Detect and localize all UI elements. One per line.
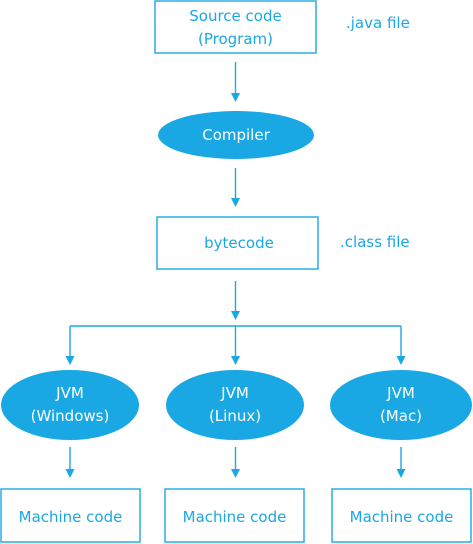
jvm-windows-label: JVM [55,384,84,402]
machine-code-label-mac: Machine code [350,508,454,526]
arrow-jvm-linux-to-machine [231,447,240,478]
jvm-linux-node: JVM (Linux) [166,370,304,440]
arrow-source-to-compiler [231,62,240,102]
jvm-linux-label: JVM [220,384,249,402]
compiler-label: Compiler [202,126,270,144]
machine-code-label-windows: Machine code [19,508,123,526]
machine-code-box-windows: Machine code [0,488,141,543]
jvm-linux-platform: (Linux) [209,407,261,425]
jvm-windows-node: JVM (Windows) [1,370,139,440]
java-file-note: .java file [346,14,410,32]
machine-code-label-linux: Machine code [183,508,287,526]
arrow-jvm-mac-to-machine [396,447,406,478]
source-code-label: Source code [189,7,281,25]
source-code-box: Source code (Program) [154,0,317,54]
jvm-mac-node: JVM (Mac) [330,370,472,440]
bytecode-box: bytecode [156,216,319,270]
bytecode-label: bytecode [204,234,274,252]
arrow-compiler-to-bytecode [231,168,240,207]
jvm-mac-platform: (Mac) [380,407,422,425]
machine-code-box-linux: Machine code [164,488,305,543]
source-code-sublabel: (Program) [198,30,273,48]
arrow-jvm-windows-to-machine [65,447,75,478]
jvm-mac-label: JVM [386,384,415,402]
branch-connector [65,325,406,365]
jvm-windows-platform: (Windows) [31,407,110,425]
class-file-note: .class file [340,233,410,251]
compiler-node: Compiler [158,111,314,159]
machine-code-box-mac: Machine code [331,488,472,543]
arrow-bytecode-to-branch [231,281,240,320]
